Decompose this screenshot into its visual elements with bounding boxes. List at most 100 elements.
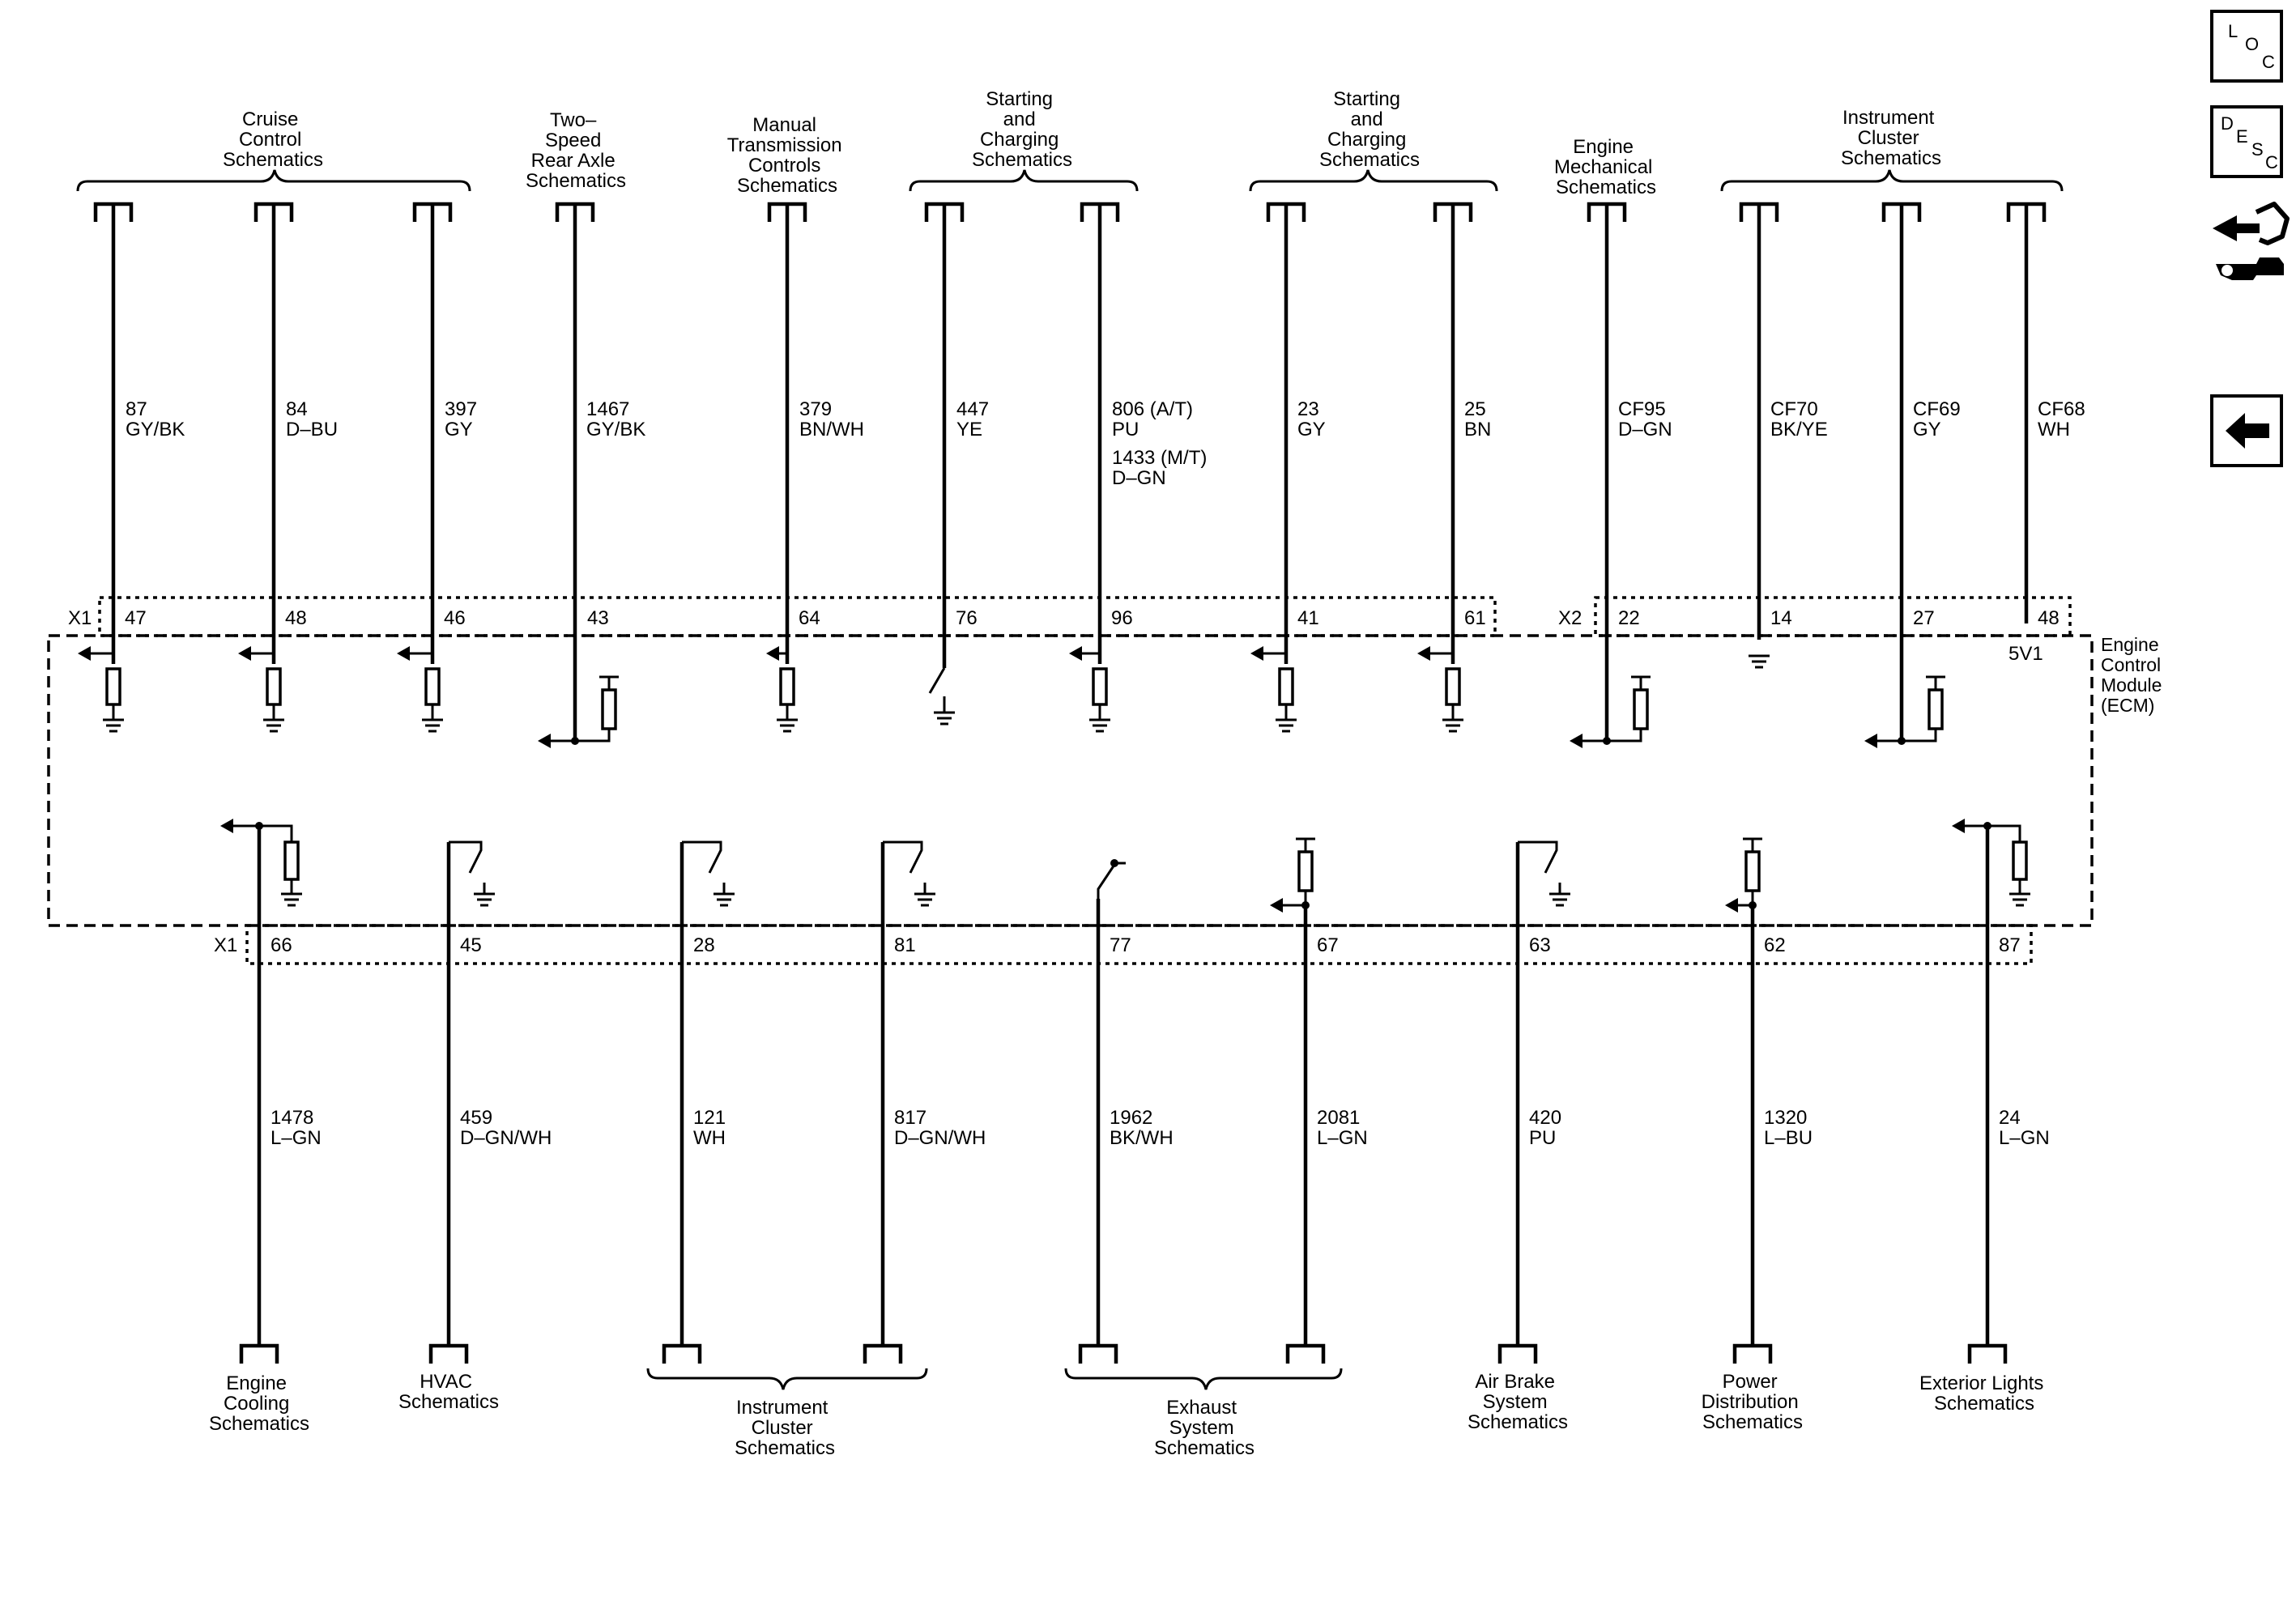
top-wires	[93, 202, 2047, 741]
wire-color: YE	[956, 419, 982, 440]
switch-input-77	[1097, 859, 1126, 899]
pull-down-input-61	[1417, 646, 1465, 733]
circuit-number: 121	[693, 1107, 726, 1129]
top-group-two-speed-rear-axle: Two– Speed Rear Axle Schematics	[526, 109, 626, 192]
desc-letter-c: C	[2265, 152, 2278, 172]
wire-color: WH	[2038, 419, 2070, 440]
circuit-number: 1478	[270, 1107, 313, 1129]
desc-letter-e: E	[2236, 126, 2248, 147]
circuit-number: 1467	[586, 398, 629, 420]
pull-down-input-46	[397, 646, 445, 733]
circuit-number: 459	[460, 1107, 492, 1129]
bottom-group-brackets	[646, 1368, 1343, 1390]
wire-color: D–GN/WH	[894, 1127, 986, 1149]
pin-number: 46	[444, 607, 466, 629]
wire-color: D–BU	[286, 419, 338, 440]
wire-color-alt: D–GN	[1112, 467, 1166, 489]
circuit-number: 817	[894, 1107, 926, 1129]
ecm-module-boundary	[47, 634, 2094, 927]
pin-number: 27	[1913, 607, 1935, 629]
circuit-number-alt: 1433 (M/T)	[1112, 447, 1207, 469]
wire-color: BK/YE	[1770, 419, 1828, 440]
wire-color: BN	[1464, 419, 1491, 440]
connector-x2-top: X2	[1558, 596, 2072, 637]
bottom-group-power-distribution: Power Distribution Schematics	[1702, 1371, 1804, 1433]
back-button[interactable]	[2210, 394, 2283, 467]
loc-letter-l: L	[2228, 21, 2238, 41]
wire-color: GY	[1297, 419, 1326, 440]
pull-down-input-64	[766, 646, 799, 733]
wire-color: D–GN/WH	[460, 1127, 552, 1149]
pin-number: 22	[1618, 607, 1640, 629]
pin-number: 64	[799, 607, 820, 629]
wire-color: BN/WH	[799, 419, 864, 440]
circuit-number: 806 (A/T)	[1112, 398, 1193, 420]
pull-down-input-47	[78, 646, 126, 733]
left-arrow-icon	[2226, 413, 2269, 449]
top-destination-labels: Cruise Control Schematics Two– Speed Rea…	[223, 88, 1941, 198]
switch-output-76	[928, 667, 956, 726]
ecm-internal-bottom-circuits	[220, 819, 2032, 913]
pin-number: 48	[285, 607, 307, 629]
circuit-number: 24	[1999, 1107, 2021, 1129]
circuit-number: CF70	[1770, 398, 1818, 420]
pin-number: 77	[1110, 934, 1131, 956]
loc-button[interactable]: L O C	[2210, 10, 2283, 83]
desc-letter-s: S	[2251, 139, 2264, 160]
pin-number: 48	[2038, 607, 2060, 629]
circuit-number: 1320	[1764, 1107, 1807, 1129]
ecm-internal-top-circuits	[78, 646, 1945, 748]
bottom-pin-numbers: 66 45 28 81 77 67 63 62 87	[270, 934, 2021, 956]
bottom-group-instrument-cluster: Instrument Cluster Schematics	[735, 1397, 835, 1459]
connector-x1-top: X1	[68, 596, 1497, 637]
circuit-number: CF68	[2038, 398, 2085, 420]
circuit-number: 379	[799, 398, 832, 420]
wire-color: GY/BK	[586, 419, 645, 440]
desc-letter-d: D	[2221, 113, 2234, 134]
low-side-driver-28	[682, 840, 736, 907]
connector-label: X1	[214, 934, 237, 956]
top-group-manual-transmission: Manual Transmission Controls Schematics	[727, 114, 847, 197]
wire-color: L–GN	[1999, 1127, 2050, 1149]
top-group-engine-mechanical: Engine Mechanical Schematics	[1554, 136, 1658, 198]
desc-button[interactable]: D E S C	[2210, 105, 2283, 178]
wire-color: GY/BK	[126, 419, 185, 440]
connector-x1-bottom: X1	[214, 924, 2033, 965]
bottom-group-air-brake-system: Air Brake System Schematics	[1467, 1371, 1568, 1433]
top-group-starting-charging-1: Starting and Charging Schematics	[972, 88, 1072, 171]
low-side-driver-63	[1518, 840, 1572, 907]
circuit-number: 2081	[1317, 1107, 1360, 1129]
top-group-cruise-control: Cruise Control Schematics	[223, 109, 323, 171]
pin-number: 43	[587, 607, 609, 629]
wire-color: GY	[1913, 419, 1941, 440]
pull-down-input-66	[220, 819, 304, 907]
diagnostic-tool-icon[interactable]	[2213, 202, 2290, 280]
wire-color: WH	[693, 1127, 726, 1149]
circuit-number: 420	[1529, 1107, 1561, 1129]
wire-color: BK/WH	[1110, 1127, 1174, 1149]
pin-number: 81	[894, 934, 916, 956]
wire-color: PU	[1112, 419, 1139, 440]
pin-number: 62	[1764, 934, 1786, 956]
top-circuit-labels: 87 GY/BK 84 D–BU 397 GY 1467 GY/BK 379 B…	[126, 398, 2085, 489]
connector-label: X2	[1558, 607, 1582, 629]
circuit-number: 1962	[1110, 1107, 1152, 1129]
loc-letter-c: C	[2262, 52, 2275, 72]
pin-number: 63	[1529, 934, 1551, 956]
pull-down-input-87	[1952, 819, 2032, 907]
pin-number: 96	[1111, 607, 1133, 629]
top-pin-numbers: 47 48 46 43 64 76 96 41 61 22 14 27 48	[125, 607, 2060, 629]
bottom-group-exhaust-system: Exhaust System Schematics	[1154, 1397, 1254, 1459]
pin-number: 41	[1297, 607, 1319, 629]
ecm-module-label: Engine Control Module (ECM)	[2101, 634, 2167, 716]
wire-color: L–BU	[1764, 1127, 1813, 1149]
pin-number: 87	[1999, 934, 2021, 956]
pull-down-input-48	[238, 646, 286, 733]
top-group-instrument-cluster: Instrument Cluster Schematics	[1841, 107, 1941, 169]
top-group-brackets	[76, 169, 2064, 192]
pin-number: 66	[270, 934, 292, 956]
bottom-group-exterior-lights: Exterior Lights Schematics	[1919, 1372, 2049, 1415]
wire-color: D–GN	[1618, 419, 1672, 440]
circuit-number: 87	[126, 398, 147, 420]
pull-up-input-22	[1570, 675, 1651, 748]
